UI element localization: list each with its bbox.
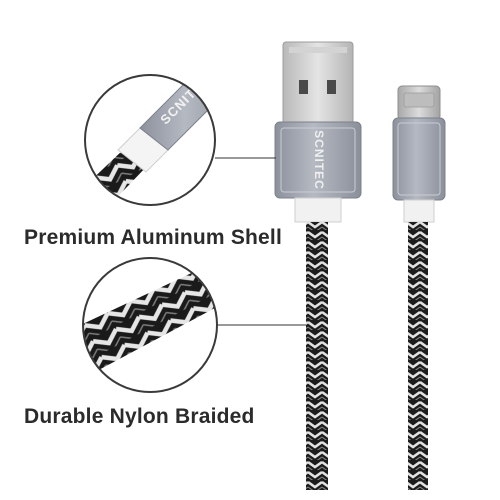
shell-closeup-ring <box>84 74 216 206</box>
braid-closeup-ring <box>82 257 218 393</box>
shell-closeup-callout: SCNITEC <box>84 74 276 206</box>
braid-closeup-callout <box>82 257 306 393</box>
usb-a-strain-relief <box>294 197 342 223</box>
right-braided-cable <box>408 222 428 490</box>
usb-a-connector: SCNITEC <box>274 41 362 223</box>
feature-caption-aluminum-shell: Premium Aluminum Shell <box>24 226 282 249</box>
usb-a-contact-left <box>299 80 308 94</box>
left-braided-cable <box>306 222 328 490</box>
micro-usb-connector <box>392 85 446 223</box>
usb-a-metal-plug <box>282 41 354 131</box>
micro-usb-strain-relief <box>403 199 435 223</box>
feature-caption-nylon-braided: Durable Nylon Braided <box>24 405 255 428</box>
usb-a-brand-mark: SCNITEC <box>312 130 326 190</box>
micro-usb-aluminum-shell <box>392 117 446 201</box>
usb-a-contact-right <box>327 80 336 94</box>
